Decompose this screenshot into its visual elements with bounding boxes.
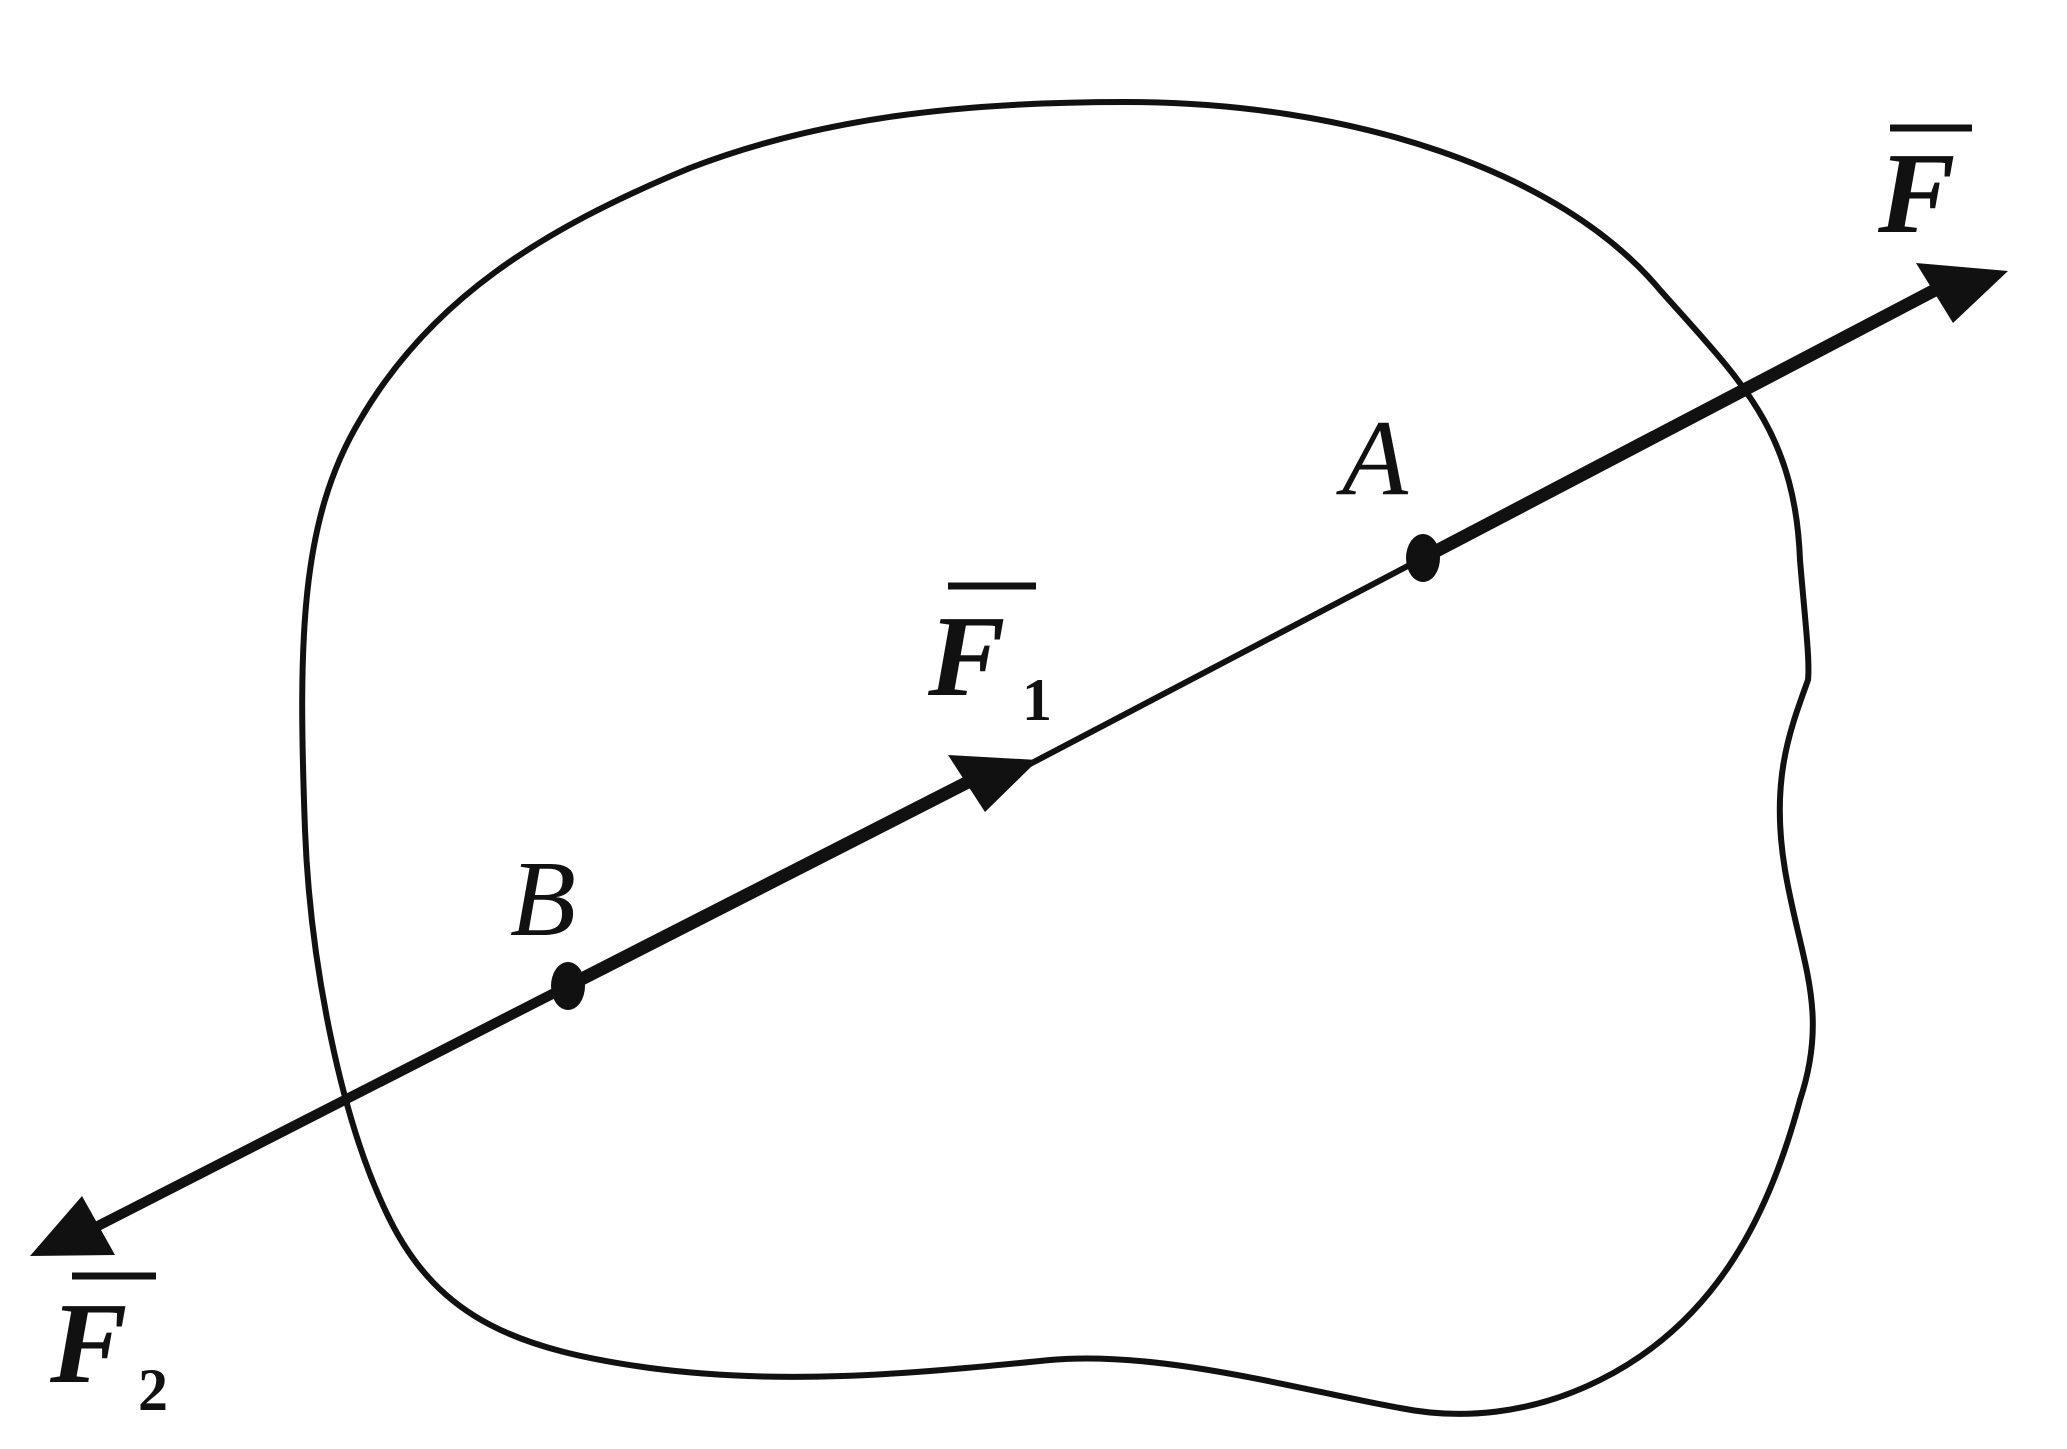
point-b-dot (551, 962, 585, 1010)
point-a-label: A (1336, 399, 1409, 518)
force-f1-label: F (927, 593, 1005, 721)
force-f2-shaft (85, 981, 573, 1235)
force-f1-label-subscript: 1 (1022, 667, 1052, 733)
force-f2-arrowhead (30, 1196, 115, 1256)
point-b-label: B (510, 840, 576, 959)
force-f-shaft (1416, 283, 1942, 565)
force-f-label: F (1877, 130, 1955, 258)
rigid-body-outline (299, 99, 1816, 1417)
force-f-arrowhead (1916, 263, 2008, 323)
force-f2-label: F (49, 1280, 127, 1408)
force-f2-label-subscript: 2 (138, 1357, 168, 1423)
force-f1-arrowhead (948, 755, 1038, 812)
line-of-action-thin (1027, 555, 1426, 767)
force-f1-shaft (561, 775, 975, 993)
point-a-dot (1406, 534, 1440, 582)
